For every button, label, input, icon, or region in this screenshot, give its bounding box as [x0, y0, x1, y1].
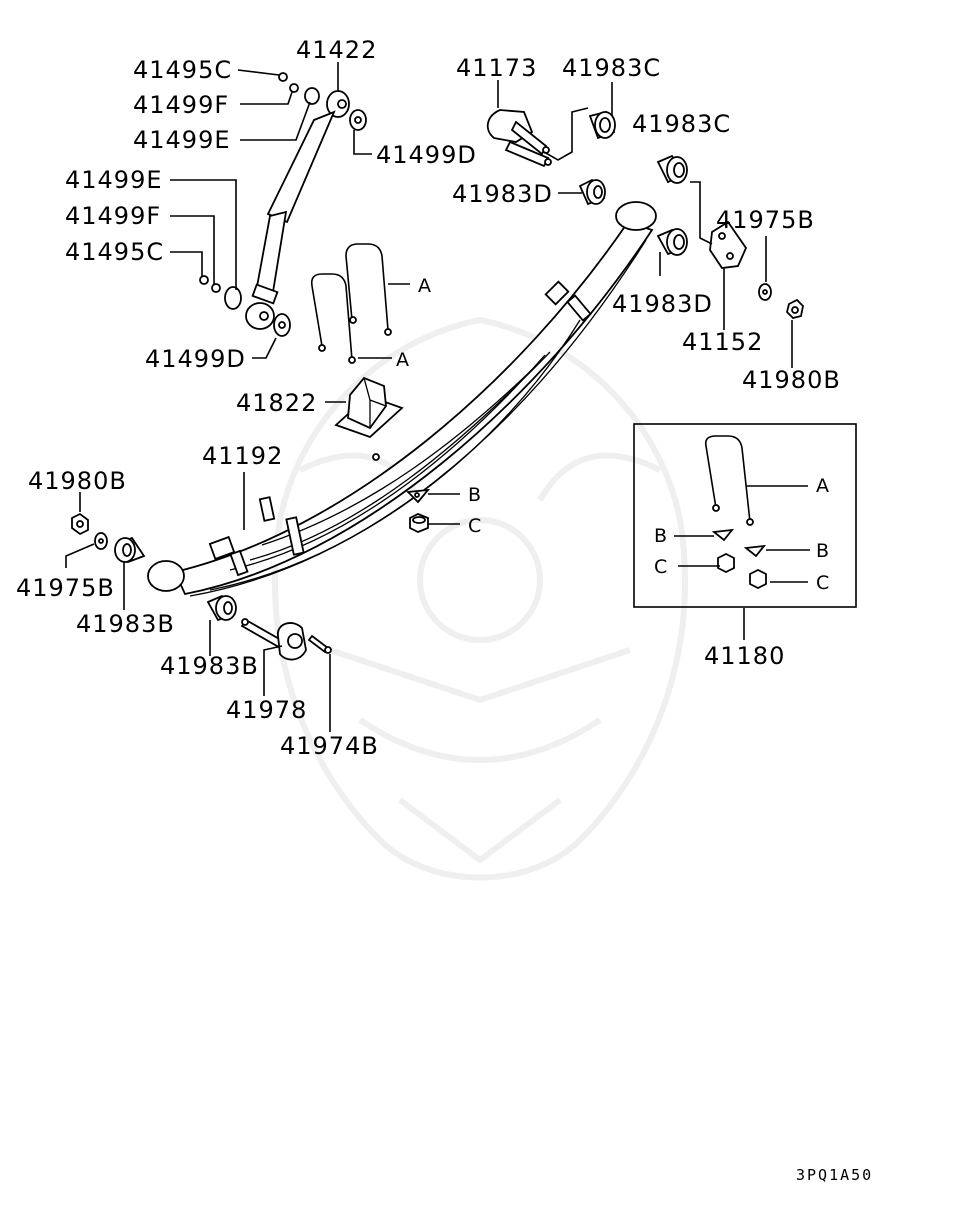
- label-41499F-mid: 41499F: [65, 202, 161, 230]
- label-41974B: 41974B: [280, 732, 379, 760]
- label-41978: 41978: [226, 696, 307, 724]
- label-41983B-a: 41983B: [76, 610, 175, 638]
- label-41499F-top: 41499F: [133, 91, 229, 119]
- label-41152: 41152: [682, 328, 763, 356]
- callout-A-2: A: [396, 349, 409, 371]
- shackle-plate: [709, 220, 748, 269]
- label-41983C-a: 41983C: [562, 54, 661, 82]
- label-41983D-b: 41983D: [612, 290, 713, 318]
- u-bolt-rear: [345, 243, 392, 336]
- diagram-code: 3PQ1A50: [796, 1166, 873, 1184]
- label-41980B-left: 41980B: [28, 467, 127, 495]
- u-bolt-kit-box: [633, 423, 857, 608]
- spring-pad: [334, 376, 404, 439]
- bushing-41983C-right: [656, 154, 688, 184]
- nut-41980B-left: [71, 512, 89, 536]
- washer-41975B-right: [758, 283, 772, 301]
- leader-lines: [65, 62, 810, 732]
- label-41495C-mid: 41495C: [65, 238, 164, 266]
- label-41495C-top: 41495C: [133, 56, 232, 84]
- label-41499E-top: 41499E: [133, 126, 231, 154]
- bushing-41983D-right: [656, 228, 688, 256]
- pin-41978: [240, 618, 307, 661]
- label-41983D-a: 41983D: [452, 180, 553, 208]
- callout-C-2: C: [654, 556, 667, 578]
- shock-absorber: [245, 90, 350, 330]
- label-41975B-right: 41975B: [716, 206, 815, 234]
- washer-B: [406, 488, 431, 504]
- bushing-41983C-upper: [588, 110, 616, 140]
- bushing-41983B-left: [114, 536, 146, 564]
- washer-41975B-left: [94, 532, 108, 550]
- label-41975B-left: 41975B: [16, 574, 115, 602]
- label-41983B-b: 41983B: [160, 652, 259, 680]
- callout-A-1: A: [418, 275, 431, 297]
- letter-callouts: A A B C A B B C C: [396, 275, 829, 594]
- nut-C: [409, 513, 429, 533]
- shock-bottom-hardware: [199, 275, 291, 337]
- bushing-41983D-left: [578, 178, 606, 206]
- callout-B-1: B: [468, 484, 481, 506]
- label-41173: 41173: [456, 54, 537, 82]
- callout-C-3: C: [816, 572, 829, 594]
- u-bolt-front: [310, 273, 356, 364]
- callout-B-3: B: [816, 540, 829, 562]
- label-41499D-top: 41499D: [376, 141, 477, 169]
- part-labels: 41495C 41422 41499F 41499E 41499D 41499E…: [16, 36, 841, 760]
- label-41180: 41180: [704, 642, 785, 670]
- callout-C-1: C: [468, 515, 481, 537]
- nut-41980B-right: [786, 298, 804, 319]
- label-41499D-low: 41499D: [145, 345, 246, 373]
- label-41980B-right: 41980B: [742, 366, 841, 394]
- bushing-41983B-lower: [206, 594, 237, 622]
- bolt-41974B: [307, 634, 332, 654]
- front-hanger: [486, 109, 552, 168]
- callout-B-2: B: [654, 525, 667, 547]
- shock-top-hardware: [278, 72, 367, 131]
- label-41499E-mid: 41499E: [65, 166, 163, 194]
- callout-A-3: A: [816, 475, 829, 497]
- label-41983C-b: 41983C: [632, 110, 731, 138]
- label-41192: 41192: [202, 442, 283, 470]
- label-41822: 41822: [236, 389, 317, 417]
- leaf-spring: [147, 201, 657, 597]
- label-41422: 41422: [296, 36, 377, 64]
